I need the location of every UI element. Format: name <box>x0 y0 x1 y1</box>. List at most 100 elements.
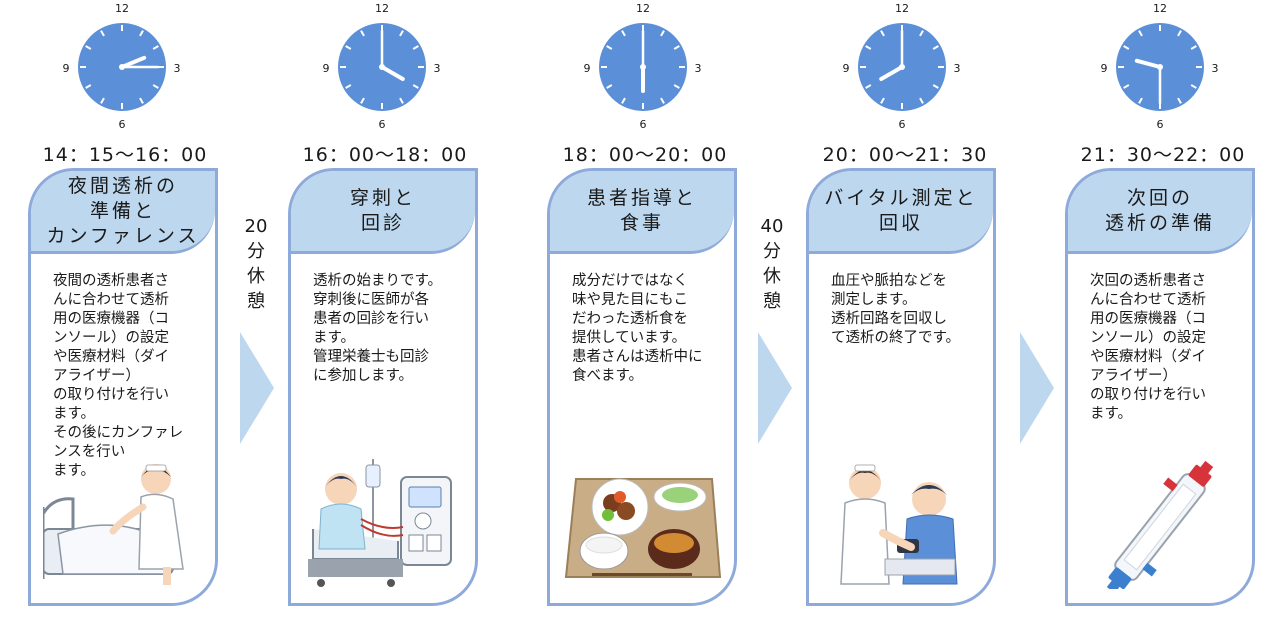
clock-numeral: 6 <box>379 118 386 131</box>
clock-tick <box>100 30 105 37</box>
clock-tick <box>880 30 885 37</box>
step-card: 穿刺と 回診 透析の始まりです。 穿刺後に医師が各 患者の回診を行い ます。 管… <box>288 168 478 606</box>
clock-numeral: 9 <box>843 62 850 75</box>
step-time: 14：15～16：00 <box>42 144 208 166</box>
clock-tick <box>360 30 365 37</box>
clock-tick <box>1123 45 1130 50</box>
step-description: 血圧や脈拍などを 測定します。 透析回路を回収し て透析の終了です。 <box>831 273 961 346</box>
clock-numeral: 9 <box>63 62 70 75</box>
step-title: バイタル測定と 回収 <box>824 187 978 234</box>
step-time: 16：00～18：00 <box>302 144 468 166</box>
step-header: 患者指導と 食事 <box>550 171 734 254</box>
clock-tick <box>865 45 872 50</box>
clock-tick <box>85 84 92 89</box>
clock-tick <box>139 30 144 37</box>
clock-tick <box>152 45 159 50</box>
step-title: 夜間透析の 準備と カンファレンス <box>46 174 200 247</box>
step-header: バイタル測定と 回収 <box>809 171 993 254</box>
clock-numeral: 9 <box>584 62 591 75</box>
clock-center <box>1157 64 1163 70</box>
step-card: 次回の 透析の準備 次回の透析患者さ んに合わせて透析 用の医療機器（コ ンソー… <box>1065 168 1255 606</box>
clock-tick <box>1190 45 1197 50</box>
clock-tick <box>152 84 159 89</box>
clock-tick <box>865 84 872 89</box>
step-card: 患者指導と 食事 成分だけではなく 味や見た目にもこ だわった透析食を 提供して… <box>547 168 737 606</box>
clock-tick <box>399 97 404 104</box>
clock-tick <box>932 84 939 89</box>
clock-center <box>119 64 125 70</box>
clock-numeral: 6 <box>1157 118 1164 131</box>
clock-hour-hand <box>879 65 904 81</box>
clock-numeral: 12 <box>115 2 129 15</box>
break-label: 40分 休 憩 <box>760 216 784 312</box>
clock-numeral: 12 <box>636 2 650 15</box>
clock-tick <box>1138 97 1143 104</box>
step-description: 成分だけではなく 味や見た目にもこ だわった透析食を 提供しています。 患者さん… <box>572 273 703 384</box>
arrow-right-icon <box>240 332 274 444</box>
clock-tick <box>412 84 419 89</box>
clock-tick <box>660 30 665 37</box>
blood-pressure-check-illustration <box>840 464 958 585</box>
step-title: 患者指導と 食事 <box>586 187 697 234</box>
step-time: 20：00～21：30 <box>822 144 988 166</box>
clock-hour-hand <box>380 65 405 81</box>
clock-tick <box>1177 30 1182 37</box>
meal-tray-illustration <box>564 478 722 578</box>
clock-tick <box>932 45 939 50</box>
clock-center <box>899 64 905 70</box>
clock-tick <box>606 45 613 50</box>
patient-on-dialysis-illustration <box>308 459 452 587</box>
clock-tick <box>880 97 885 104</box>
clock-center <box>379 64 385 70</box>
step-description: 夜間の透析患者さ んに合わせて透析 用の医療機器（コ ンソール）の設定 や医療材… <box>53 273 184 479</box>
clock-tick <box>660 97 665 104</box>
clock-hour-hand <box>120 55 147 69</box>
clock-numeral: 12 <box>375 2 389 15</box>
step-time: 18：00～20：00 <box>562 144 728 166</box>
clock-numeral: 12 <box>1153 2 1167 15</box>
clock-tick <box>919 97 924 104</box>
clock-numeral: 3 <box>954 62 961 75</box>
clock-icon: 12 3 6 9 <box>584 2 702 131</box>
clock-tick <box>673 45 680 50</box>
clock-numeral: 9 <box>1101 62 1108 75</box>
clock-tick <box>1177 97 1182 104</box>
step-title: 次回の 透析の準備 <box>1104 187 1215 234</box>
clock-tick <box>919 30 924 37</box>
clock-numeral: 3 <box>695 62 702 75</box>
clock-tick <box>1190 84 1197 89</box>
step-header: 次回の 透析の準備 <box>1068 171 1252 254</box>
step-header: 夜間透析の 準備と カンファレンス <box>31 171 215 254</box>
clock-numeral: 6 <box>119 118 126 131</box>
step-description: 次回の透析患者さ んに合わせて透析 用の医療機器（コ ンソール）の設定 や医療材… <box>1090 273 1206 422</box>
step-description: 透析の始まりです。 穿刺後に医師が各 患者の回診を行い ます。 管理栄養士も回診… <box>313 273 443 384</box>
clock-tick <box>673 84 680 89</box>
clock-icon: 12 3 6 9 <box>1101 2 1219 131</box>
clock-numeral: 6 <box>640 118 647 131</box>
clock-numeral: 9 <box>323 62 330 75</box>
step-card: 夜間透析の 準備と カンファレンス 夜間の透析患者さ んに合わせて透析 用の医療… <box>28 168 218 606</box>
clock-tick <box>621 30 626 37</box>
clock-tick <box>85 45 92 50</box>
clock-tick <box>1123 84 1130 89</box>
clock-center <box>640 64 646 70</box>
clock-tick <box>606 84 613 89</box>
dialyzer-illustration <box>1106 460 1214 589</box>
clock-tick <box>345 84 352 89</box>
nurse-making-bed-illustration <box>43 464 184 585</box>
step-card: バイタル測定と 回収 血圧や脈拍などを 測定します。 透析回路を回収し て透析の… <box>806 168 996 606</box>
clock-numeral: 3 <box>1212 62 1219 75</box>
clock-tick <box>412 45 419 50</box>
clock-numeral: 3 <box>174 62 181 75</box>
clock-tick <box>1138 30 1143 37</box>
step-time: 21：30～22：00 <box>1080 144 1246 166</box>
clock-icon: 12 3 6 9 <box>63 2 181 131</box>
clock-tick <box>621 97 626 104</box>
clock-numeral: 6 <box>899 118 906 131</box>
step-title: 穿刺と 回診 <box>349 187 416 234</box>
clock-hour-hand <box>1134 58 1162 69</box>
clock-tick <box>139 97 144 104</box>
step-header: 穿刺と 回診 <box>291 171 475 254</box>
